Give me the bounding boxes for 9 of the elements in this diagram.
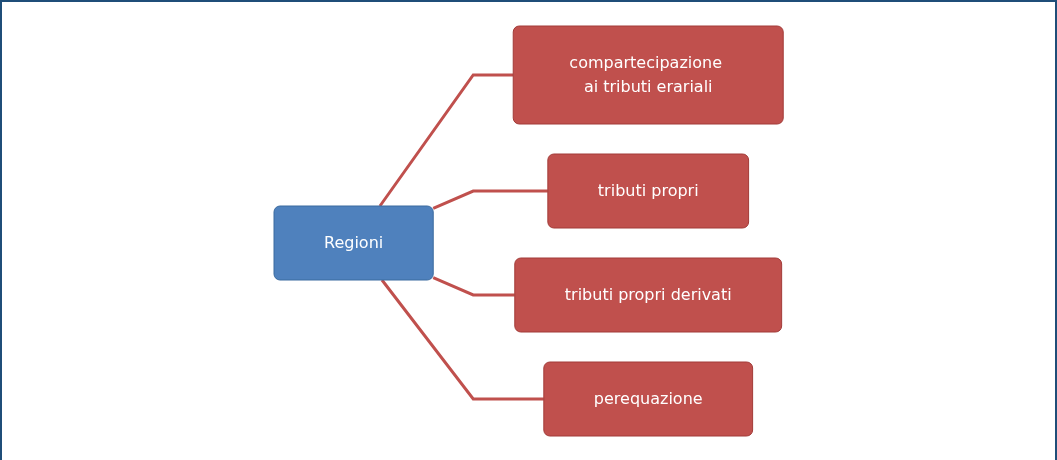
- node-box: compartecipazione ai tributi erariali: [512, 25, 784, 125]
- connector: [378, 73, 514, 207]
- node-box: perequazione: [543, 361, 753, 437]
- node-box: Regioni: [273, 205, 434, 281]
- node-box: tributi propri: [547, 153, 749, 229]
- node-box: tributi propri derivati: [514, 257, 783, 333]
- connector: [432, 189, 548, 210]
- connector: [432, 276, 515, 297]
- connector: [380, 279, 544, 401]
